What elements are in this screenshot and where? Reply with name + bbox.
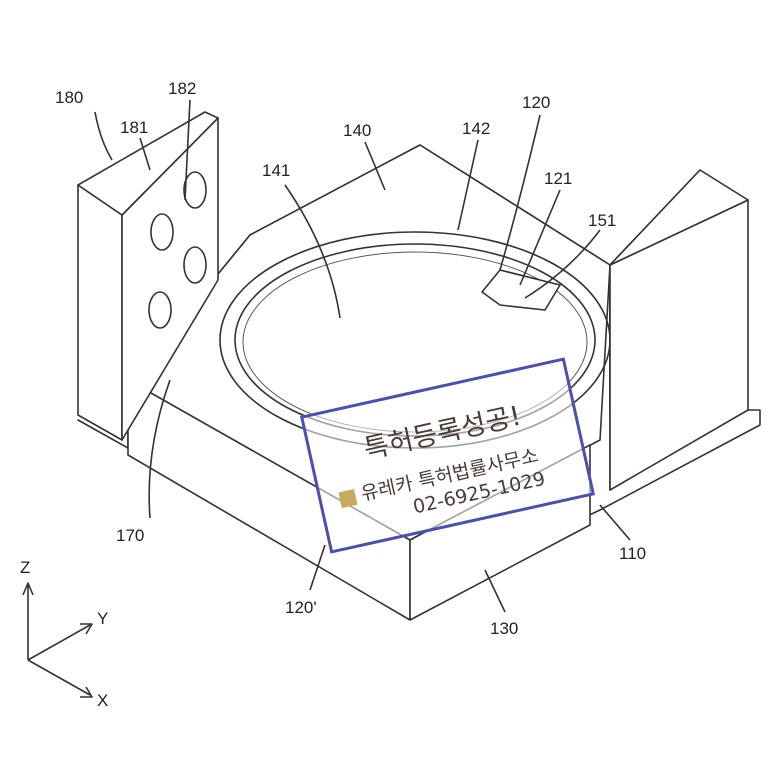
axis-y-label: Y xyxy=(97,609,108,628)
y-axis-arrow xyxy=(28,624,92,660)
label-121: 121 xyxy=(544,169,572,188)
label-140: 140 xyxy=(343,121,371,140)
label-182: 182 xyxy=(168,79,196,98)
label-130: 130 xyxy=(490,619,518,638)
label-180: 180 xyxy=(55,88,83,107)
label-181: 181 xyxy=(120,118,148,137)
firm-logo-icon xyxy=(338,489,357,508)
label-142: 142 xyxy=(462,119,490,138)
x-axis-arrow xyxy=(28,660,92,697)
label-120-prime: 120' xyxy=(285,598,317,617)
axis-x-label: X xyxy=(97,691,108,710)
leader xyxy=(600,505,630,540)
leader xyxy=(95,112,112,160)
bracket-180-side xyxy=(78,185,122,440)
z-axis-arrow xyxy=(23,583,33,660)
label-170: 170 xyxy=(116,526,144,545)
label-141: 141 xyxy=(262,161,290,180)
label-120: 120 xyxy=(522,93,550,112)
axis-z-label: Z xyxy=(20,558,30,577)
label-110: 110 xyxy=(619,544,646,563)
leader xyxy=(485,570,505,612)
label-151: 151 xyxy=(588,211,616,230)
